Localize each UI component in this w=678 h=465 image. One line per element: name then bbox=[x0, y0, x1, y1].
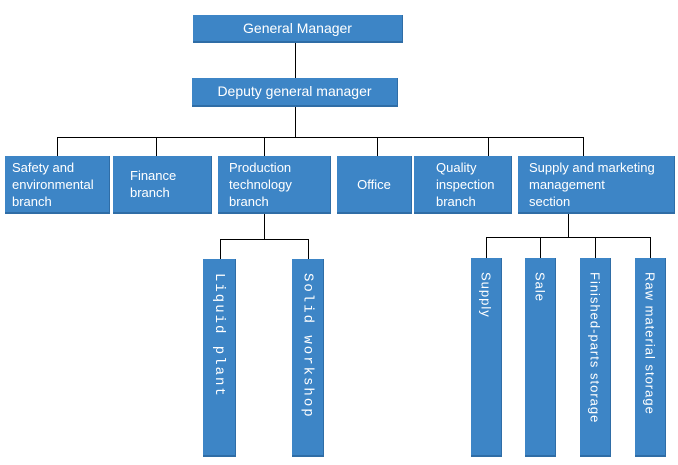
connector-stub-finance bbox=[156, 137, 157, 156]
node-sale: Sale bbox=[525, 258, 556, 457]
node-label: Raw material storage bbox=[642, 272, 658, 415]
connector-stub-raw-material bbox=[650, 237, 651, 258]
node-solid-workshop: Solid workshop bbox=[292, 259, 324, 457]
connector-stub-finished-parts bbox=[595, 237, 596, 258]
node-raw-material-storage: Raw material storage bbox=[635, 258, 666, 457]
node-safety-environmental-branch: Safety and environmental branch bbox=[5, 156, 110, 214]
node-label-line: branch bbox=[130, 185, 170, 200]
connector-production-down bbox=[264, 214, 265, 239]
connector-stub-supply bbox=[486, 237, 487, 258]
node-label-line: branch bbox=[436, 193, 476, 209]
connector-supply-bus bbox=[486, 237, 650, 238]
node-label-line: technology bbox=[229, 176, 292, 192]
connector-root-to-deputy bbox=[295, 43, 296, 78]
connector-production-bus bbox=[220, 239, 309, 240]
node-general-manager: General Manager bbox=[193, 15, 403, 43]
node-label-line: environmental bbox=[12, 176, 94, 192]
node-label-line: Quality bbox=[436, 159, 477, 175]
node-label-line: Safety and bbox=[12, 159, 75, 175]
node-label-line: Supply and marketing bbox=[529, 159, 655, 175]
node-label-line: branch bbox=[229, 193, 269, 209]
node-label-line: inspection bbox=[436, 176, 495, 192]
connector-stub-sale bbox=[540, 237, 541, 258]
node-label: General Manager bbox=[243, 19, 352, 36]
node-label-line: Office bbox=[357, 176, 391, 192]
node-label: Deputy general manager bbox=[217, 83, 372, 99]
node-label-line: Finance bbox=[130, 168, 177, 183]
node-finance-branch: Finance branch bbox=[113, 156, 212, 214]
node-label: Liquid plant bbox=[211, 273, 227, 398]
connector-stub-supply-marketing bbox=[583, 137, 584, 156]
node-label-line: section bbox=[529, 193, 571, 209]
connector-stub-solid-workshop bbox=[308, 239, 309, 259]
node-label-line: Production bbox=[229, 159, 292, 175]
node-production-technology-branch: Production technology branch bbox=[218, 156, 331, 214]
node-label-line: branch bbox=[12, 193, 52, 209]
connector-branch-bus bbox=[57, 137, 584, 138]
connector-supply-marketing-down bbox=[568, 214, 569, 237]
node-quality-inspection-branch: Quality inspection branch bbox=[414, 156, 512, 214]
node-liquid-plant: Liquid plant bbox=[203, 259, 236, 457]
node-label-line: management bbox=[529, 176, 605, 192]
connector-stub-quality bbox=[488, 137, 489, 156]
node-supply: Supply bbox=[471, 258, 502, 457]
node-finished-parts-storage: Finished-parts storage bbox=[580, 258, 611, 457]
node-deputy-general-manager: Deputy general manager bbox=[192, 78, 398, 107]
node-label: Sale bbox=[532, 272, 548, 303]
node-label: Solid workshop bbox=[299, 273, 316, 419]
connector-deputy-to-bus bbox=[295, 107, 296, 137]
node-label: Finished-parts storage bbox=[587, 272, 603, 424]
connector-stub-liquid-plant bbox=[220, 239, 221, 259]
connector-stub-production bbox=[264, 137, 265, 156]
node-supply-marketing-section: Supply and marketing management section bbox=[518, 156, 675, 214]
node-office: Office bbox=[337, 156, 412, 214]
node-label: Supply bbox=[478, 272, 494, 318]
connector-stub-office bbox=[377, 137, 378, 156]
connector-stub-safety bbox=[57, 137, 58, 156]
